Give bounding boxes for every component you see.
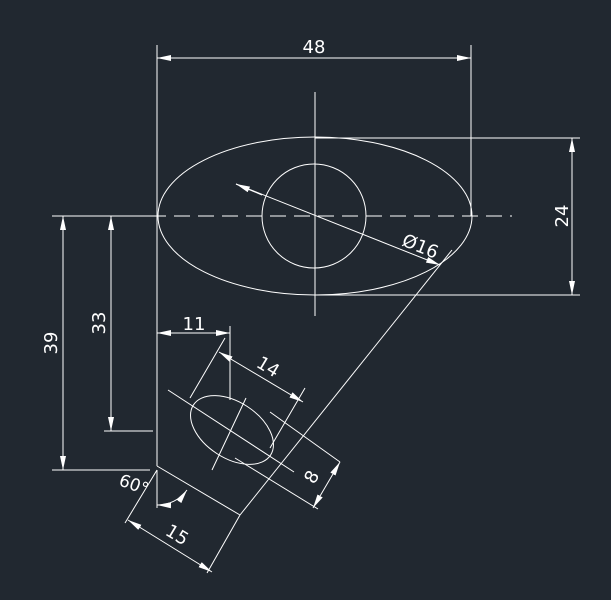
dim-15-label: 15 [162, 520, 192, 550]
slot-centerline-a [167, 389, 295, 473]
dim-dia16-label: Ø16 [399, 230, 441, 263]
dim-39-label: 39 [41, 332, 62, 355]
dimension-8: 8 [300, 461, 341, 509]
slot-extension-2 [269, 387, 306, 449]
slot-extension-4 [269, 411, 341, 463]
dimension-48: 48 [156, 37, 472, 216]
dim-angle-label: 60° [116, 471, 151, 500]
dim-24-label: 24 [552, 205, 573, 228]
dimension-angle-60: 60° [116, 470, 188, 509]
dim-11-label: 11 [183, 314, 206, 335]
slot-ellipse [190, 395, 274, 465]
dimension-14: 14 [218, 351, 304, 403]
dimension-11: 11 [157, 314, 231, 400]
dimension-33: 33 [89, 216, 153, 432]
dimension-dia16: Ø16 [235, 183, 441, 266]
dim-33-label: 33 [89, 312, 110, 335]
lower-edge [156, 465, 241, 516]
slot-extension-1 [189, 337, 226, 399]
dim-14-label: 14 [253, 352, 283, 382]
slot-extension-3 [234, 457, 319, 510]
tangent-edge [239, 249, 453, 516]
dim-48-label: 48 [303, 37, 326, 58]
dimension-24: 24 [315, 137, 580, 296]
slot-centerline-b [211, 397, 247, 471]
dimension-39: 39 [41, 215, 157, 471]
dim-8-label: 8 [300, 467, 324, 487]
